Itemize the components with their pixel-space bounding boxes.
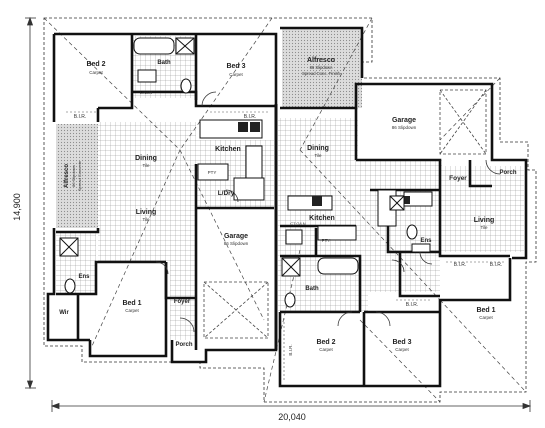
bir2-left-label: B.I.R. bbox=[244, 114, 257, 120]
garage-left-floor: 86 Slipdown bbox=[224, 241, 249, 246]
roof-lines bbox=[43, 17, 527, 403]
living-right-floor: Tile bbox=[480, 225, 488, 230]
bath-right-label: Bath bbox=[305, 286, 319, 292]
living-left-label: Living bbox=[136, 209, 157, 216]
overall-width-label: 20,040 bbox=[278, 412, 306, 422]
bed2-right-floor: Carpet bbox=[319, 347, 333, 352]
bed3-right-label: Bed 3 bbox=[392, 339, 411, 346]
bed1-left-label: Bed 1 bbox=[122, 300, 141, 307]
labels-right-unit: Alfresco 86 Slipdown Spread Conc. Finish… bbox=[288, 57, 517, 356]
garage-right-floor: 86 Slipdown bbox=[392, 125, 417, 130]
dining-left-label: Dining bbox=[135, 155, 157, 162]
overall-depth-label: 14,900 bbox=[12, 193, 22, 221]
dining-right-floor: Tile bbox=[314, 153, 322, 158]
alfresco-left-note: Spread Concrete bbox=[77, 160, 82, 191]
bir-right-a: B.I.R. bbox=[454, 262, 467, 268]
ens-left-label: Ens bbox=[78, 274, 90, 280]
pty-left-label: PTY bbox=[208, 170, 217, 175]
foyer-left-label: Foyer bbox=[174, 299, 191, 305]
bir-right-d: B.I.R. bbox=[288, 344, 293, 355]
wir-left-label: Wir bbox=[59, 310, 69, 316]
alfresco-right-floor: 86 Slipdown bbox=[310, 65, 333, 70]
kitchen-right-label: Kitchen bbox=[309, 215, 335, 222]
bath-left-label: Bath bbox=[157, 60, 171, 66]
kitchen-left-label: Kitchen bbox=[215, 146, 241, 153]
alfresco-left-floor: 86 Slipdown bbox=[71, 165, 76, 187]
dimension-lines bbox=[25, 16, 532, 412]
alfresco-right-note: Spread Conc. Finish bbox=[302, 71, 341, 76]
dining-right-label: Dining bbox=[307, 145, 329, 152]
bir-right-b: B.I.R. bbox=[490, 262, 503, 268]
living-right-label: Living bbox=[474, 217, 495, 224]
bed1-right-floor: Carpet bbox=[479, 315, 493, 320]
bed2-left-label: Bed 2 bbox=[86, 61, 105, 68]
porch-right-label: Porch bbox=[499, 170, 516, 176]
appliances bbox=[238, 122, 410, 206]
bed3-left-floor: Carpet bbox=[229, 72, 243, 77]
bir-right-c: B.I.R. bbox=[406, 302, 419, 308]
pty-right-label: PTY bbox=[322, 238, 331, 243]
linen-left-label: LINEN bbox=[140, 90, 152, 95]
bed2-right-label: Bed 2 bbox=[316, 339, 335, 346]
bed3-left-label: Bed 3 bbox=[226, 63, 245, 70]
door-swings bbox=[155, 91, 501, 333]
cabinetry bbox=[197, 119, 433, 245]
porch-left-label: Porch bbox=[175, 342, 192, 348]
living-left-floor: Tile bbox=[142, 217, 150, 222]
wardrobe-lines bbox=[66, 111, 506, 382]
garage-doors bbox=[203, 89, 487, 339]
garage-left-label: Garage bbox=[224, 233, 248, 240]
garage-right-label: Garage bbox=[392, 117, 416, 124]
bath-fixtures bbox=[59, 37, 431, 308]
labels-left-unit: Bed 2 Carpet Bath LINEN Bed 3 Carpet B.I… bbox=[59, 60, 256, 348]
bed1-right-label: Bed 1 bbox=[476, 307, 495, 314]
ens-right-label: Ens bbox=[420, 238, 432, 244]
foyer-right-label: Foyer bbox=[449, 175, 467, 182]
dining-left-floor: Tile bbox=[142, 163, 150, 168]
floor-finishes bbox=[56, 28, 524, 340]
cts-right-label: CT.G/LN bbox=[290, 221, 305, 226]
walls bbox=[46, 26, 528, 388]
bed3-right-floor: Carpet bbox=[395, 347, 409, 352]
bir1-left-label: B.I.R. bbox=[74, 114, 87, 120]
bed2-left-floor: Carpet bbox=[89, 70, 103, 75]
alfresco-left-label: Alfresco bbox=[64, 164, 70, 188]
bed1-left-floor: Carpet bbox=[125, 308, 139, 313]
alfresco-right-label: Alfresco bbox=[307, 57, 335, 64]
ldry-left-label: L/Dry bbox=[218, 190, 235, 197]
